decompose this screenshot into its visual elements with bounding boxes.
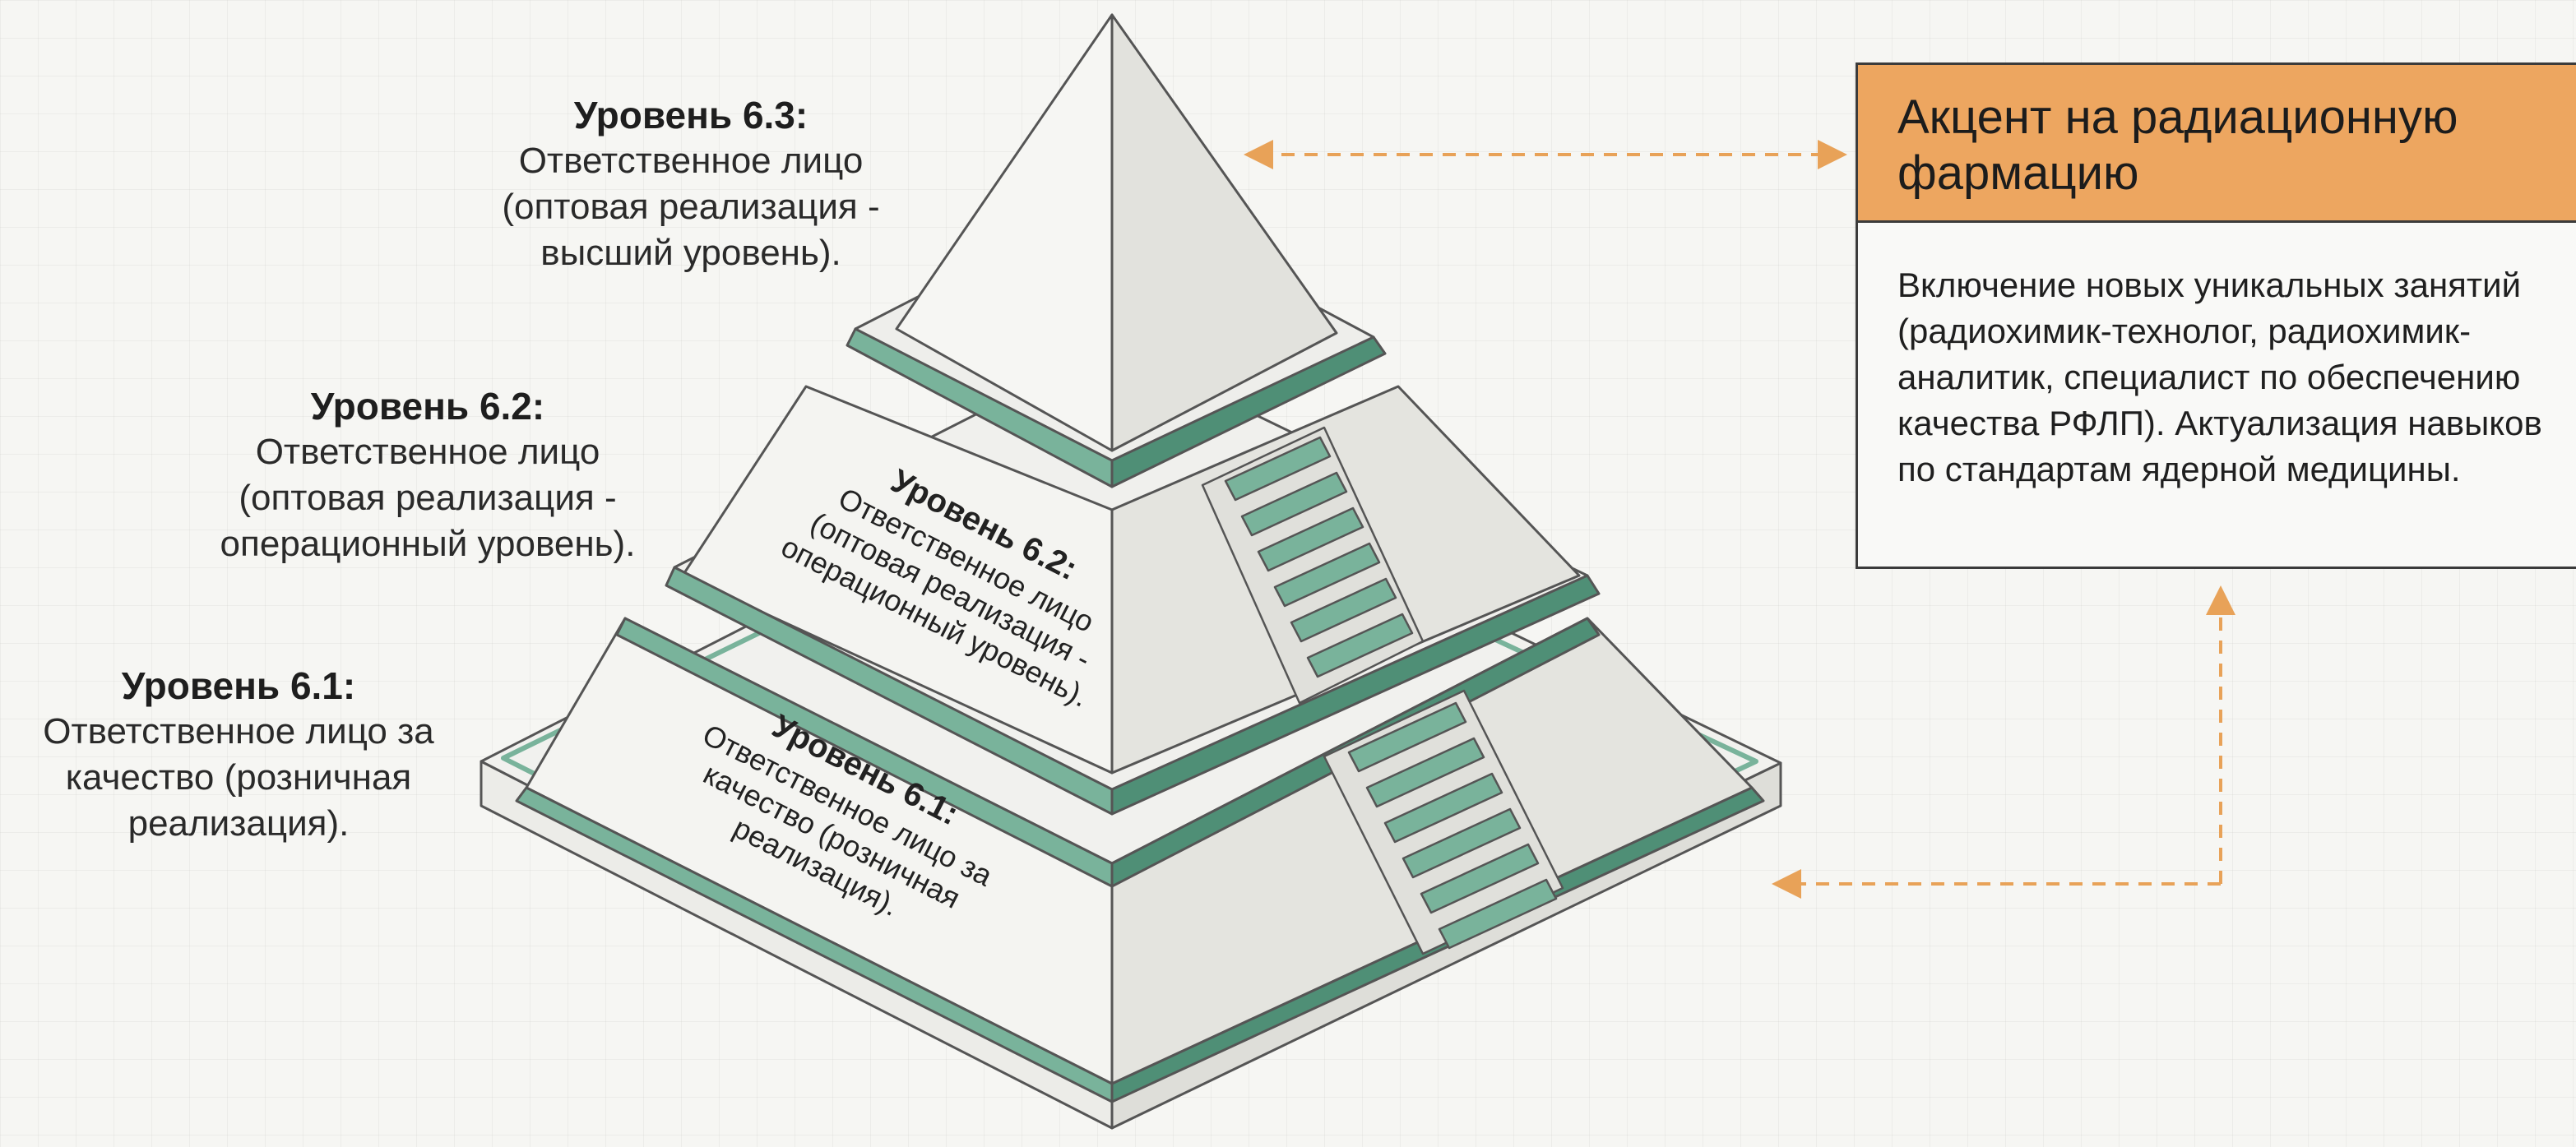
callout-panel: Акцент на радиационную фармацию Включени… (1856, 62, 2576, 569)
label-level-6-3: Уровень 6.3: Ответственное лицо (оптовая… (444, 92, 938, 276)
level-6-3-title: Уровень 6.3: (573, 94, 808, 136)
level-6-2-title: Уровень 6.2: (310, 385, 545, 428)
callout-title: Акцент на радиационную фармацию (1858, 65, 2576, 223)
label-level-6-1: Уровень 6.1: Ответственное лицо за качес… (8, 663, 469, 847)
connector-arrows (1244, 140, 2235, 899)
level-6-3-text: Ответственное лицо (оптовая реализация -… (502, 141, 880, 273)
stairs-lower (1323, 689, 1564, 955)
callout-body: Включение новых уникальных занятий (ради… (1897, 266, 2542, 488)
stairs-upper (1201, 426, 1425, 705)
label-level-6-2: Уровень 6.2: Ответственное лицо (оптовая… (181, 383, 674, 567)
level-6-1-title: Уровень 6.1: (121, 664, 356, 707)
tier-6-3 (846, 13, 1387, 488)
level-6-2-text: Ответственное лицо (оптовая реализация -… (220, 432, 636, 564)
level-6-1-text: Ответственное лицо за качество (рознична… (43, 711, 434, 844)
